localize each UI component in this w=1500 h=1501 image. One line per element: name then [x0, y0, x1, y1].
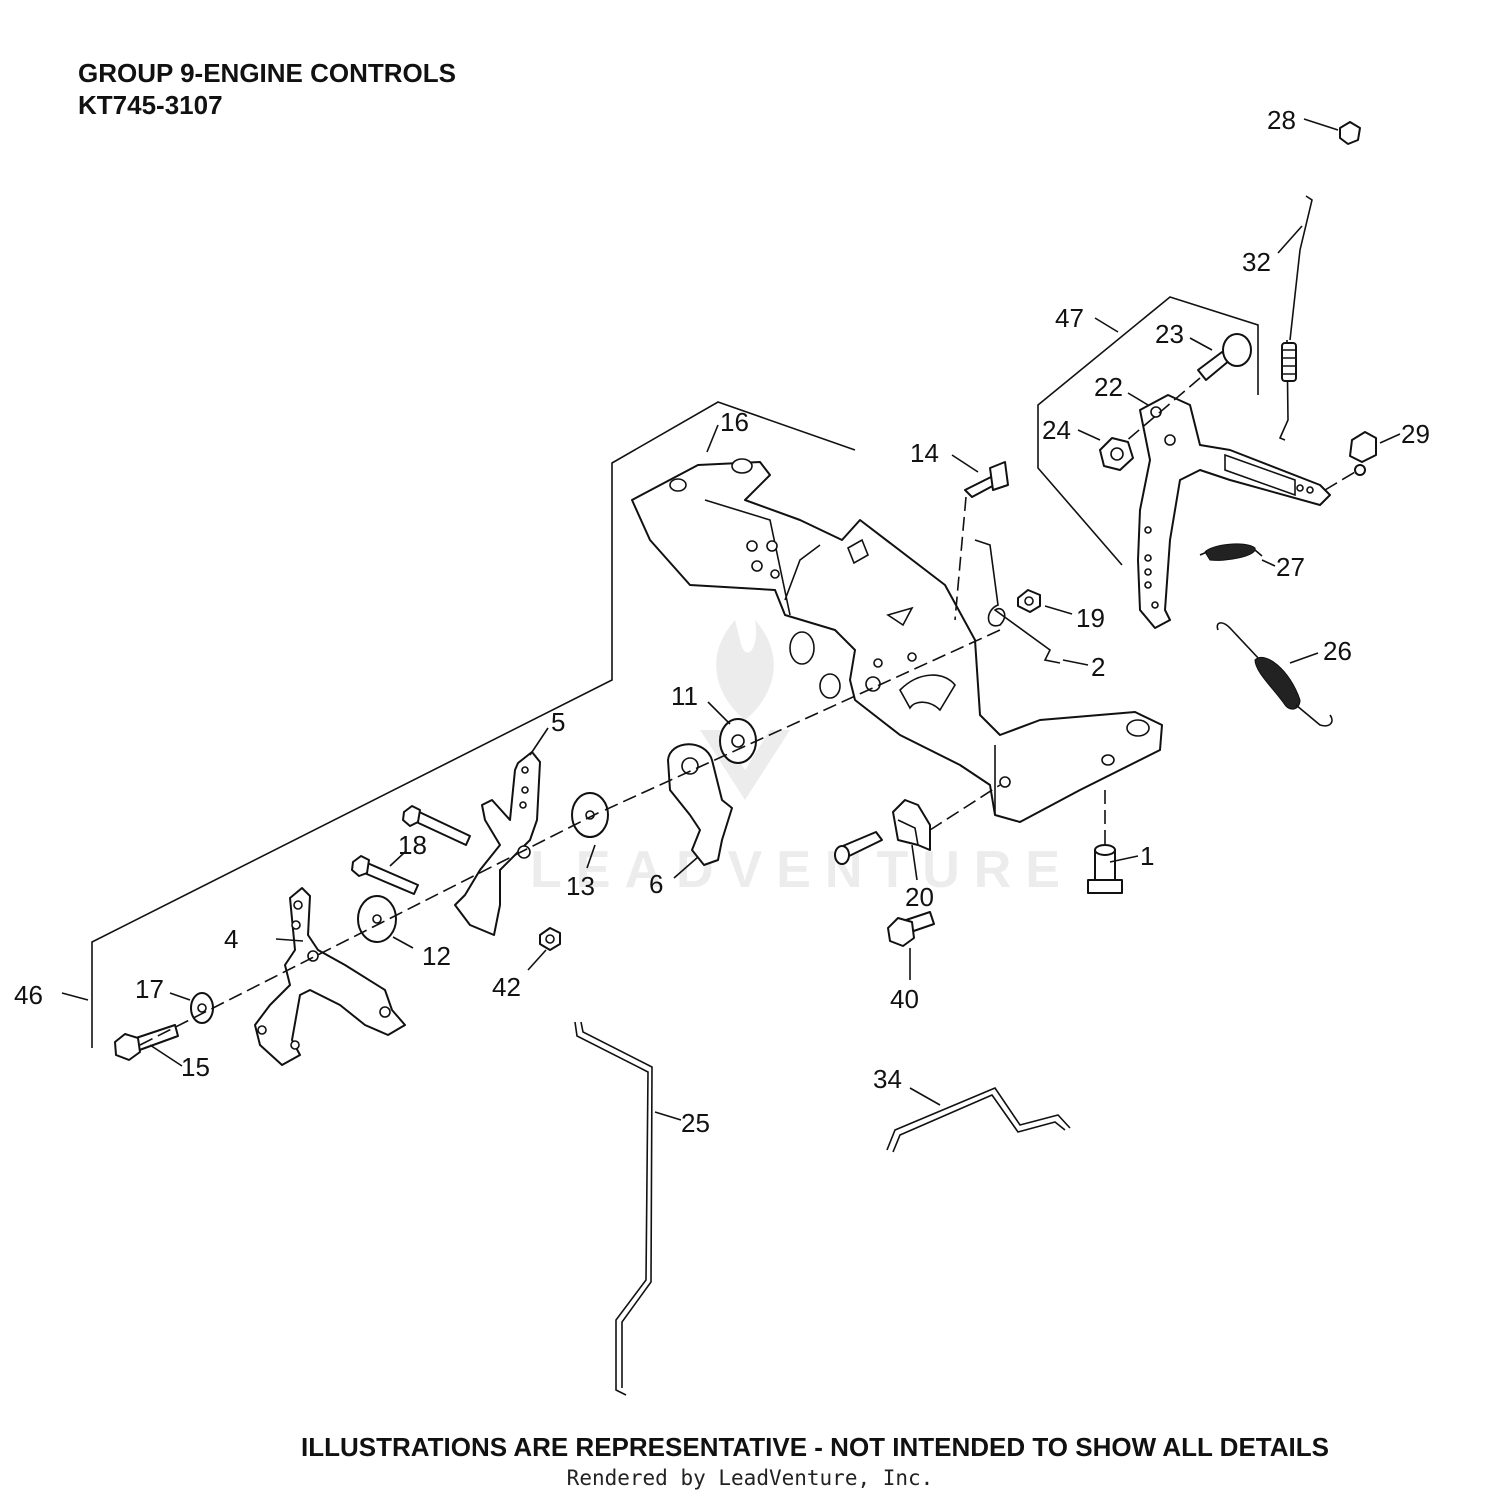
callout-11: 11 — [671, 681, 698, 711]
group-bracket-46 — [91, 401, 856, 1048]
callout-32: 32 — [1242, 247, 1271, 277]
callout-16: 16 — [720, 407, 749, 437]
part-12-washer — [357, 895, 397, 943]
part-40-screw — [887, 911, 935, 947]
watermark-logo: LEADVENTURE — [530, 620, 1074, 899]
part-16-control-bracket — [631, 458, 1163, 823]
part-28-fastener — [1339, 121, 1361, 145]
callout-42: 42 — [492, 972, 521, 1002]
part-19-nut — [1017, 589, 1041, 613]
part-14-screw — [954, 461, 1009, 621]
callout-29: 29 — [1401, 419, 1430, 449]
part-26-spring — [1216, 622, 1333, 727]
callout-labels: 1 2 4 5 6 11 12 13 14 15 16 17 18 19 20 … — [14, 105, 1430, 1138]
callout-6: 6 — [649, 869, 663, 899]
callout-27: 27 — [1276, 552, 1305, 582]
disclaimer-text: ILLUSTRATIONS ARE REPRESENTATIVE - NOT I… — [301, 1432, 1329, 1462]
callout-2: 2 — [1091, 652, 1105, 682]
part-1-screw — [1087, 790, 1123, 894]
group-bracket-47 — [1037, 296, 1259, 566]
callout-20: 20 — [905, 882, 934, 912]
part-24-nut — [1099, 437, 1134, 471]
group-title: GROUP 9-ENGINE CONTROLS — [78, 58, 457, 88]
callout-19: 19 — [1076, 603, 1105, 633]
watermark-text: LEADVENTURE — [530, 841, 1074, 899]
callout-12: 12 — [422, 941, 451, 971]
callout-1: 1 — [1140, 841, 1154, 871]
callout-13: 13 — [566, 871, 595, 901]
model-number: KT745-3107 — [78, 90, 223, 120]
leader-lines — [61, 118, 1401, 1121]
part-2-spring — [974, 539, 1061, 664]
callout-4: 4 — [224, 924, 238, 954]
part-18-bolts — [351, 805, 471, 895]
callout-24: 24 — [1042, 415, 1071, 445]
part-4-lever — [254, 887, 406, 1066]
callout-23: 23 — [1155, 319, 1184, 349]
callout-47: 47 — [1055, 303, 1084, 333]
part-29-clip — [1324, 431, 1377, 491]
part-22-throttle-lever — [1137, 394, 1331, 629]
part-42-nut — [539, 927, 561, 951]
callout-25: 25 — [681, 1108, 710, 1138]
part-34-link-rod — [886, 1087, 1071, 1153]
part-5-lever — [454, 751, 541, 936]
callout-22: 22 — [1094, 372, 1123, 402]
part-17-washer — [190, 992, 214, 1024]
callout-26: 26 — [1323, 636, 1352, 666]
rendered-by-credit: Rendered by LeadVenture, Inc. — [566, 1466, 934, 1490]
part-13-washer — [571, 792, 609, 838]
callout-5: 5 — [551, 707, 565, 737]
callout-18: 18 — [398, 830, 427, 860]
callout-34: 34 — [873, 1064, 902, 1094]
part-20-clip — [834, 799, 931, 865]
part-25-link-rod — [574, 1021, 653, 1396]
part-23-pin — [1117, 333, 1252, 449]
callout-14: 14 — [910, 438, 939, 468]
part-27-spring — [1199, 543, 1263, 561]
part-32-spring-rod — [1278, 195, 1313, 441]
callout-46: 46 — [14, 980, 43, 1010]
callout-40: 40 — [890, 984, 919, 1014]
callout-15: 15 — [181, 1052, 210, 1082]
part-11-washer — [719, 718, 757, 764]
callout-17: 17 — [135, 974, 164, 1004]
callout-28: 28 — [1267, 105, 1296, 135]
